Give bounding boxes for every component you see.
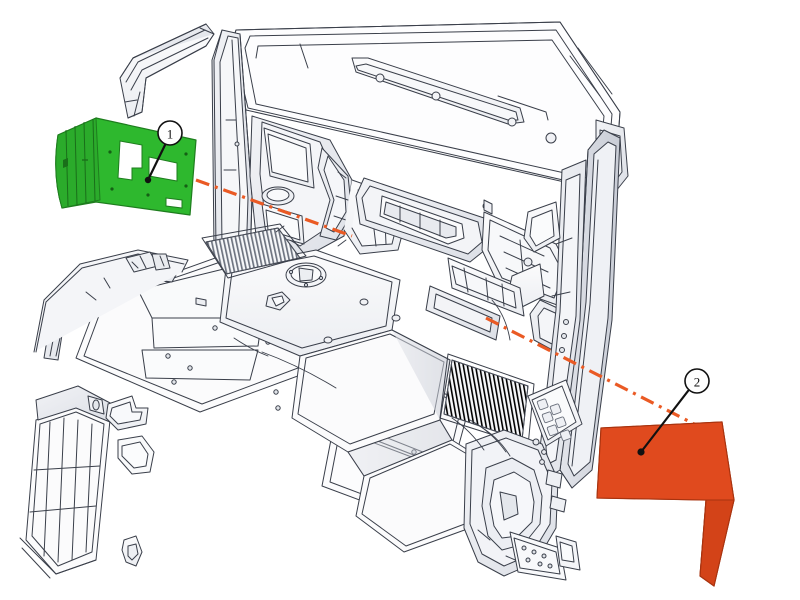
seat-frame-structure [425,257,525,341]
roof-trim-strip-part [119,23,215,119]
callout-2-bubble[interactable] [684,368,710,394]
callout-1-dot [144,176,152,184]
left-lower-bracket [105,395,155,567]
assembly-axis-left [195,178,353,238]
engine-tunnel-cover [219,249,501,553]
green-panel-cutout-a [117,140,143,181]
grille-vent-left [201,223,307,279]
green-panel-ribs [65,118,96,207]
callout-1-label: 1 [167,127,174,142]
console-switch-panel [527,379,583,447]
callout-2-label: 2 [694,375,701,390]
callout-2-dot [637,448,645,456]
callout-2-leader [639,389,690,454]
assembly-axis-right [485,316,707,432]
green-trim-panel[interactable] [55,117,197,216]
right-b-pillar [507,129,621,489]
misc-hoses [233,225,511,457]
instrument-panel [355,177,493,263]
left-fender-arch [33,249,189,361]
orange-trim-panel[interactable] [596,421,735,587]
callout-2[interactable]: 2 [637,368,710,456]
cab-body-outline [19,21,629,581]
callout-1-bubble[interactable] [157,120,183,146]
green-panel-cutout-c [165,197,183,209]
callout-1-leader [146,143,167,182]
left-step-ladder [19,385,113,579]
callout-1[interactable]: 1 [144,120,183,184]
right-lower-step-cluster [509,531,581,581]
